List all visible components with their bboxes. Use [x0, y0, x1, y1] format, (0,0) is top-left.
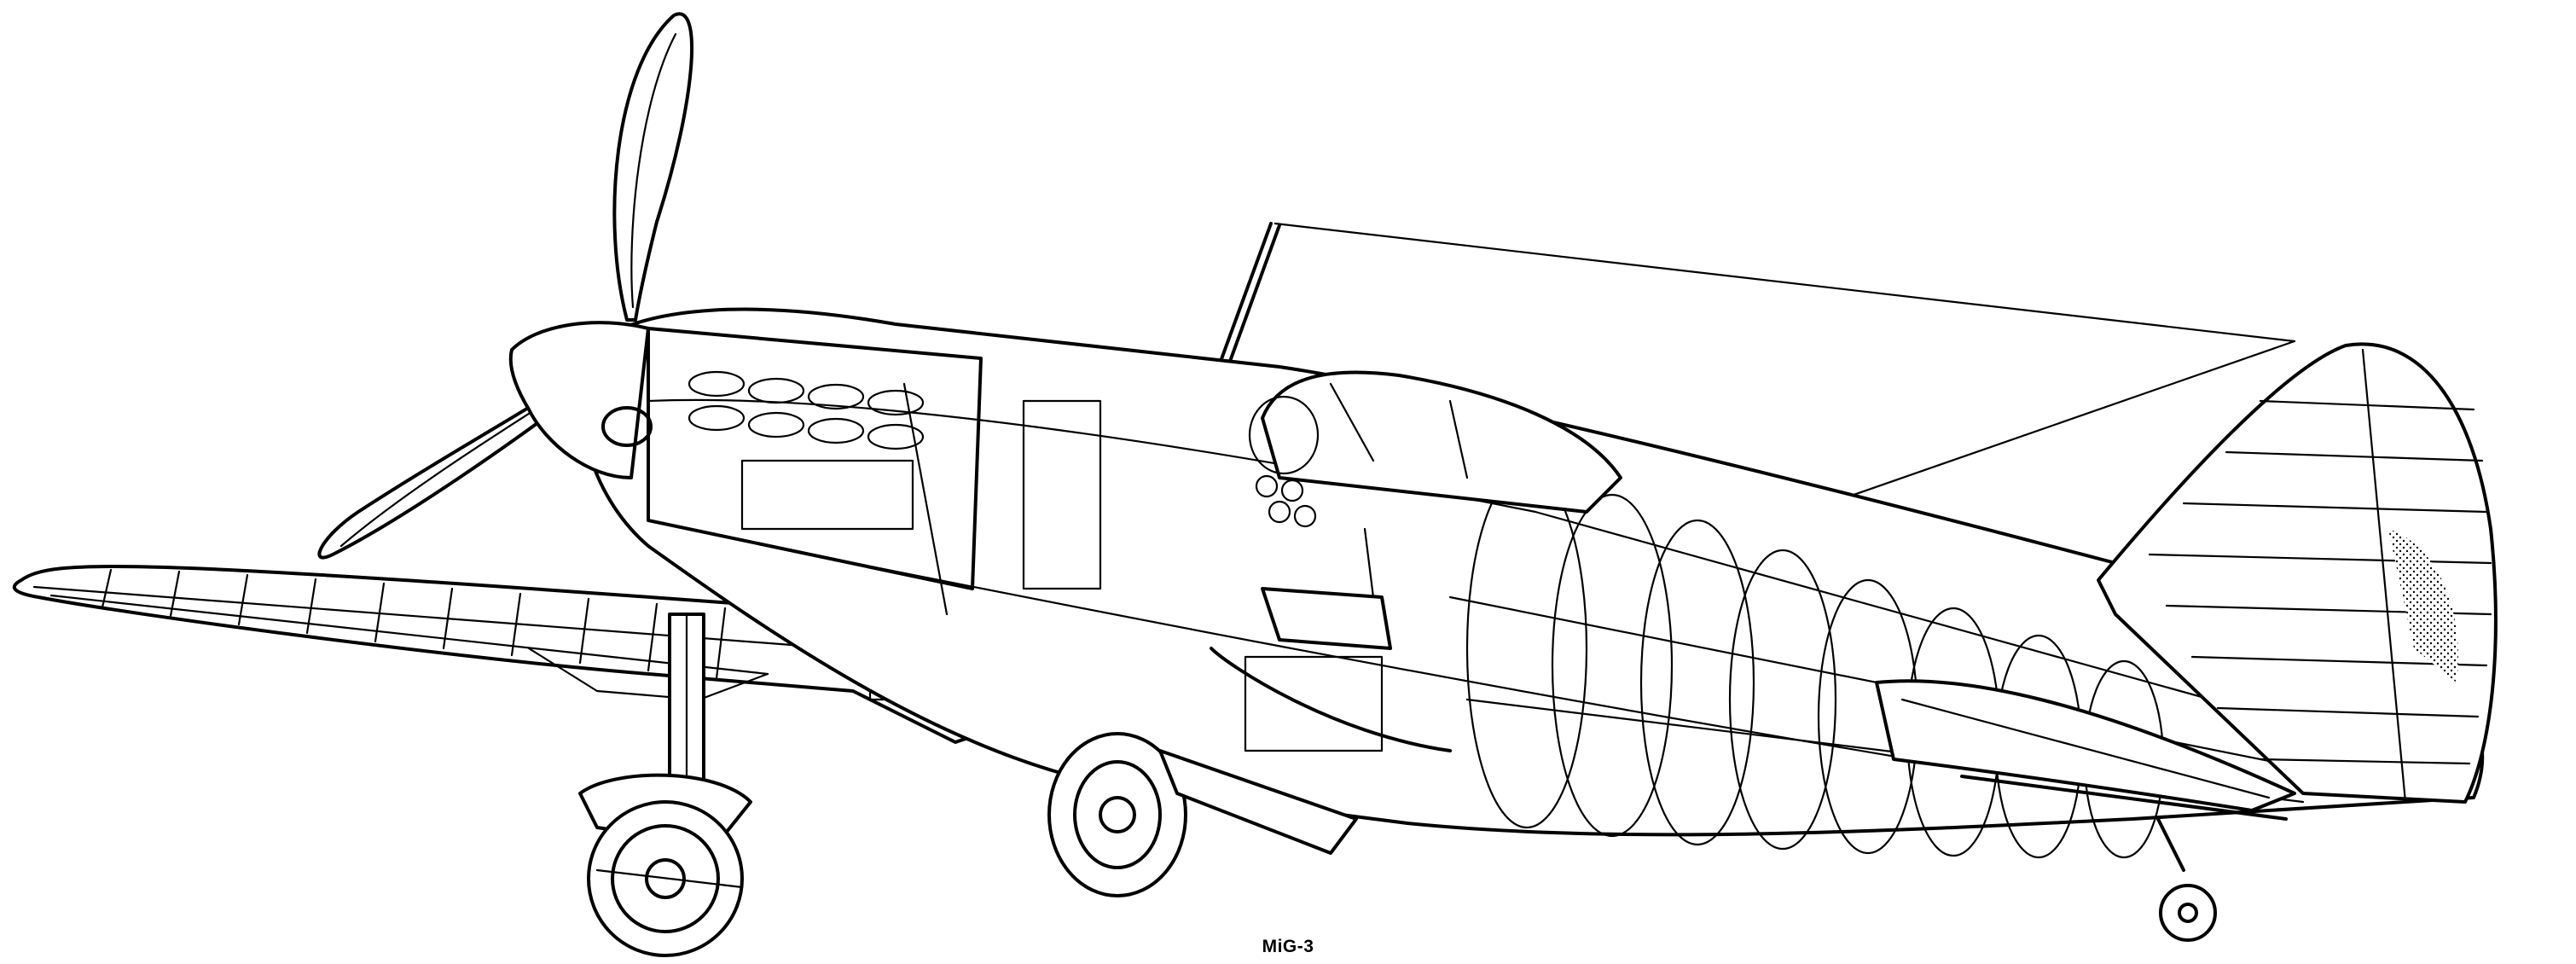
main-landing-gear — [578, 613, 752, 957]
wing-ribs — [101, 568, 727, 680]
main-wheel-far — [1047, 732, 1358, 897]
tail-wheel — [2156, 817, 2217, 942]
propeller — [317, 12, 694, 560]
cockpit — [1210, 370, 1622, 752]
radio-mast — [1214, 222, 2296, 509]
instrument-panel — [1255, 474, 1317, 528]
tailplane — [1875, 679, 2296, 812]
engine-cylinders — [688, 370, 925, 450]
engine — [508, 321, 1102, 616]
diagram-caption: MiG-3 — [1262, 937, 1314, 956]
tail-fin — [2097, 342, 2498, 804]
